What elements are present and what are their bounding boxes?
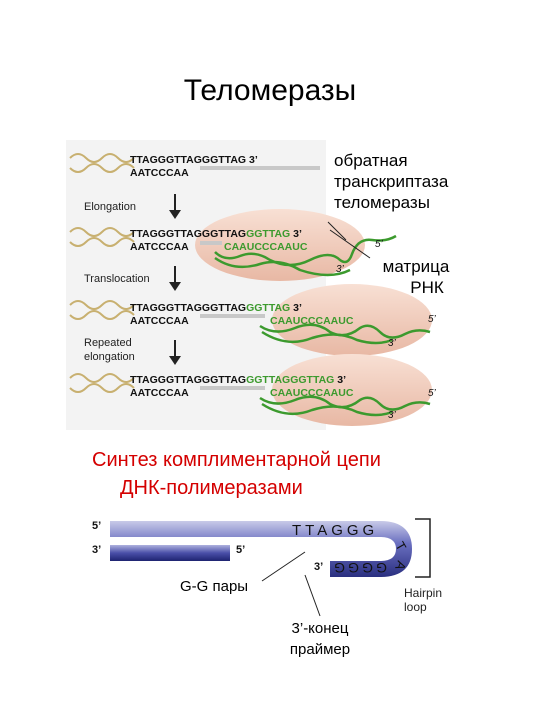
step-label-repeated-elongation: elongation xyxy=(84,351,135,363)
dna-helix-icon xyxy=(69,373,135,393)
step-label-elongation: Elongation xyxy=(84,201,136,213)
dna-bottom-strand: AATCCCAA xyxy=(130,241,189,253)
hairpin-loop-label: loop xyxy=(404,600,427,614)
five-prime-label: 5’ xyxy=(236,544,245,556)
down-arrow-icon xyxy=(169,340,181,365)
five-prime-label: 5’ xyxy=(428,314,437,325)
primer-three-prime-label: 3’ xyxy=(314,561,323,573)
page-title: Теломеразы xyxy=(183,74,357,107)
leader-line xyxy=(327,221,347,241)
dna-lower-strand xyxy=(110,545,230,561)
dna-backbone xyxy=(200,166,320,390)
three-prime-label: 3’ xyxy=(336,264,345,275)
dna-helix-icon xyxy=(69,153,135,173)
gg-pairs-label: G-G пары xyxy=(180,578,249,595)
dna-top-strand: TTAGGGTTAGGGTTAG 3’ xyxy=(130,154,258,166)
three-prime-label: 3’ xyxy=(388,410,397,421)
dna-top-strand: TTAGGGTTAGGGTTAGGGTTAG 3’ xyxy=(130,228,302,240)
step-label-repeated: Repeated xyxy=(84,337,132,349)
hairpin-return-letter: G xyxy=(348,560,359,576)
leader-line xyxy=(261,551,306,582)
leader-line xyxy=(329,229,371,259)
hairpin-return-letter: G xyxy=(362,560,373,576)
three-prime-label: 3’ xyxy=(92,544,101,556)
subtitle: Синтез комплиментарной цепи ДНК-полимера… xyxy=(92,449,381,499)
dna-top-strand: TTAGGGTTAGGGTTAGGGTTAGGGTTAG 3’ xyxy=(130,374,346,386)
dna-helix-icon xyxy=(69,300,135,320)
enzyme-note: обратная транскриптаза теломеразы xyxy=(334,151,449,212)
step-label-translocation: Translocation xyxy=(84,273,150,285)
dna-helix-icon xyxy=(69,227,135,247)
rna-template-note: матрица РНК xyxy=(382,257,450,297)
telomerase-enzyme xyxy=(272,354,432,426)
hairpin-loop-label: Hairpin xyxy=(404,586,442,600)
dna-bottom-strand: AATCCCAA xyxy=(130,315,189,327)
hairpin-return-letter: G xyxy=(376,560,387,576)
five-prime-label: 5’ xyxy=(375,239,384,250)
five-prime-label: 5’ xyxy=(428,388,437,399)
rna-template-sequence: CAAUCCCAAUC xyxy=(270,387,354,399)
hairpin-diagram: 5’ 3’ 5’ 3’ TTAGGG T A G G G G Hairpin l… xyxy=(92,518,442,617)
leader-line xyxy=(304,574,321,617)
rna-template-sequence: CAAUCCCAAUC xyxy=(270,315,354,327)
rna-strand xyxy=(214,234,431,417)
down-arrow-icon xyxy=(169,194,181,219)
hairpin-return-letter: G xyxy=(334,560,345,576)
dna-upper-strand xyxy=(110,521,412,577)
dna-top-strand: TTAGGGTTAGGGTTAGGGTTAG 3’ xyxy=(130,302,302,314)
five-prime-label: 5’ xyxy=(92,520,101,532)
dna-bottom-strand: AATCCCAA xyxy=(130,387,189,399)
hairpin-bracket xyxy=(415,518,431,578)
dna-bottom-strand: AATCCCAA xyxy=(130,167,189,179)
down-arrow-icon xyxy=(169,266,181,291)
telomerase-enzyme xyxy=(195,209,365,281)
primer-end-label: 3’-конец праймер xyxy=(289,620,351,658)
hairpin-top-sequence: TTAGGG xyxy=(292,522,378,539)
three-prime-label: 3’ xyxy=(388,338,397,349)
rna-template-sequence: CAAUCCCAAUC xyxy=(224,241,308,253)
